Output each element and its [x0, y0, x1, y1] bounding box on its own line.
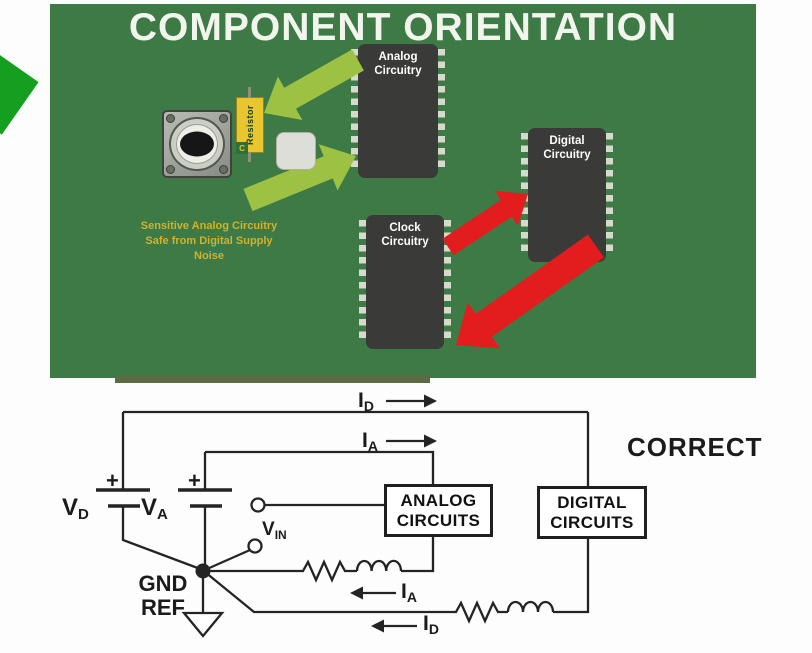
- capacitor-component: [276, 132, 316, 170]
- clean-supply-arrow-bottom: [243, 144, 356, 212]
- vd-label: VD: [62, 494, 89, 523]
- analog-circuits-box: ANALOG CIRCUITS: [384, 484, 493, 537]
- clean-supply-arrow-top: [264, 49, 364, 120]
- chip-pins: [359, 220, 366, 344]
- chip-label: Digital Circuitry: [543, 135, 591, 162]
- ia-top-label: IA: [362, 429, 378, 454]
- left-arrowhead-icon: [371, 619, 384, 633]
- board-shadow: [115, 376, 430, 383]
- schematic-symbols: [181, 394, 437, 638]
- resistor-component: Resistor C: [236, 87, 264, 162]
- board-arrows: [243, 49, 605, 349]
- screw-icon: [219, 165, 228, 174]
- ground-symbol-icon: [181, 611, 225, 638]
- ia-return-label: IA: [401, 580, 417, 605]
- id-return-label: ID: [423, 612, 439, 637]
- gnd-ref-label: GND REF: [138, 571, 188, 621]
- speaker-ring: [169, 117, 225, 171]
- speaker-center: [180, 131, 214, 157]
- chip-label: Analog Circuitry: [374, 51, 422, 78]
- chip-pins: [606, 133, 613, 257]
- gnd-node: [195, 563, 211, 579]
- id-top-label: ID: [358, 389, 374, 414]
- pcb-board: COMPONENT ORIENTATION Resistor C Analog …: [50, 4, 756, 378]
- screw-icon: [166, 165, 175, 174]
- chip-pins: [438, 49, 445, 173]
- vin-terminal: [247, 538, 263, 554]
- input-terminal: [250, 497, 266, 513]
- chip-pins: [444, 220, 451, 344]
- chip-pins: [351, 49, 358, 173]
- clock-circuitry-chip: Clock Circuitry: [359, 215, 451, 349]
- right-arrowhead-icon: [424, 434, 437, 448]
- vin-label: VIN: [262, 519, 287, 542]
- digital-circuits-box: DIGITAL CIRCUITS: [537, 486, 647, 539]
- chip-label: Clock Circuitry: [381, 222, 429, 249]
- plus-sign: +: [188, 468, 201, 493]
- speaker-component: [162, 110, 232, 178]
- screw-icon: [166, 114, 175, 123]
- page-title: COMPONENT ORIENTATION: [128, 6, 678, 49]
- resistor-marking: C: [236, 142, 248, 154]
- resistor-lead: [248, 152, 251, 162]
- correct-label: CORRECT: [627, 432, 763, 462]
- analog-circuitry-chip: Analog Circuitry: [351, 44, 445, 178]
- plus-sign: +: [106, 468, 119, 493]
- right-arrowhead-icon: [424, 394, 437, 408]
- screw-icon: [219, 114, 228, 123]
- speaker-cone: [176, 124, 218, 164]
- schematic-wires: [96, 399, 590, 628]
- digital-circuitry-chip: Digital Circuitry: [521, 128, 613, 262]
- resistor-lead: [248, 87, 251, 98]
- noise-arrow-digital-out: [456, 234, 605, 349]
- left-arrowhead-icon: [350, 586, 363, 600]
- noise-arrow-clock-to-digital: [442, 190, 528, 256]
- va-label: VA: [141, 494, 168, 523]
- caption-text: Sensitive Analog Circuitry Safe from Dig…: [140, 220, 278, 262]
